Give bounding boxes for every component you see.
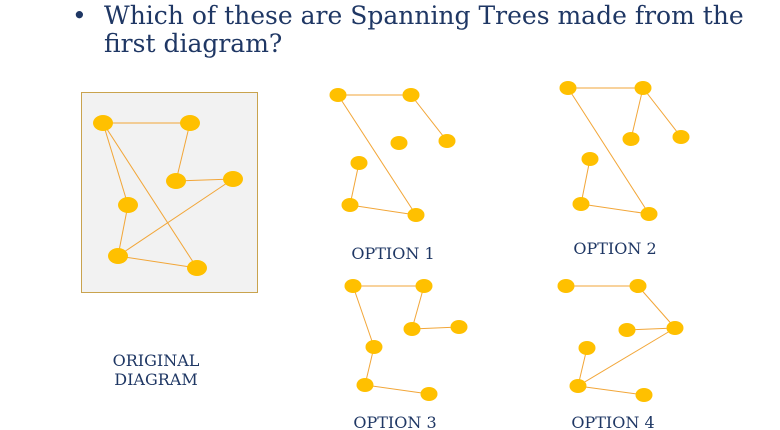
graph-node bbox=[672, 130, 690, 144]
graph-node bbox=[223, 171, 243, 187]
graph-edge bbox=[642, 87, 682, 138]
graph-edge bbox=[349, 162, 360, 206]
graph-edge bbox=[410, 94, 448, 142]
graph-node bbox=[622, 132, 640, 146]
graph-edge bbox=[577, 385, 645, 396]
graph-node bbox=[450, 320, 468, 334]
graph-node bbox=[350, 156, 368, 170]
question-bullet-item: • Which of these are Spanning Trees made… bbox=[72, 2, 772, 58]
graph-edge bbox=[117, 255, 198, 269]
graph-edge bbox=[580, 158, 591, 205]
option-3-caption: OPTION 3 bbox=[353, 413, 437, 430]
graph-node bbox=[634, 81, 652, 95]
graph-node bbox=[118, 197, 138, 213]
graph-node bbox=[438, 134, 456, 148]
graph-node bbox=[356, 378, 374, 392]
graph-edge bbox=[117, 178, 234, 257]
graph-node bbox=[329, 88, 347, 102]
original-graph bbox=[93, 115, 243, 276]
graph-node bbox=[402, 88, 420, 102]
graph-node bbox=[578, 341, 596, 355]
graph-node bbox=[572, 197, 590, 211]
graph-node bbox=[618, 323, 636, 337]
graph-edge bbox=[637, 285, 676, 329]
option-3-graph bbox=[344, 279, 468, 401]
graph-edge bbox=[567, 87, 650, 215]
graph-node bbox=[666, 321, 684, 335]
option-1-graph bbox=[329, 88, 456, 222]
graph-node bbox=[93, 115, 113, 131]
graph-edge bbox=[117, 204, 129, 257]
graph-node bbox=[108, 248, 128, 264]
graph-node bbox=[403, 322, 421, 336]
graph-edge bbox=[580, 203, 650, 215]
option-1-caption: OPTION 1 bbox=[351, 244, 435, 263]
graph-edge bbox=[364, 384, 430, 395]
graph-edge bbox=[349, 204, 417, 216]
option-2-graph bbox=[559, 81, 690, 221]
graph-node bbox=[581, 152, 599, 166]
graph-node bbox=[569, 379, 587, 393]
graph-node bbox=[344, 279, 362, 293]
graph-node bbox=[640, 207, 658, 221]
option-4-graph bbox=[557, 279, 684, 402]
option-4-caption: OPTION 4 bbox=[571, 413, 655, 430]
original-diagram-caption: ORIGINAL DIAGRAM bbox=[112, 351, 200, 389]
graph-node bbox=[365, 340, 383, 354]
question-text: Which of these are Spanning Trees made f… bbox=[104, 1, 744, 58]
graph-node bbox=[557, 279, 575, 293]
graph-edge bbox=[411, 285, 425, 330]
graph-edge bbox=[102, 122, 198, 269]
graph-node bbox=[341, 198, 359, 212]
graph-node bbox=[420, 387, 438, 401]
graph-node bbox=[187, 260, 207, 276]
graph-edge bbox=[337, 94, 417, 216]
graph-node bbox=[559, 81, 577, 95]
graph-edge bbox=[630, 87, 644, 140]
option-2-caption: OPTION 2 bbox=[573, 239, 657, 258]
graph-edge bbox=[175, 122, 191, 182]
graph-node bbox=[415, 279, 433, 293]
bullet-icon: • bbox=[72, 1, 87, 30]
graph-node bbox=[166, 173, 186, 189]
graph-node bbox=[390, 136, 408, 150]
graph-edge bbox=[577, 327, 676, 387]
graph-edge bbox=[102, 122, 129, 206]
graph-node bbox=[407, 208, 425, 222]
graph-node bbox=[629, 279, 647, 293]
graph-edge bbox=[352, 285, 375, 348]
graph-node bbox=[180, 115, 200, 131]
graph-node bbox=[635, 388, 653, 402]
